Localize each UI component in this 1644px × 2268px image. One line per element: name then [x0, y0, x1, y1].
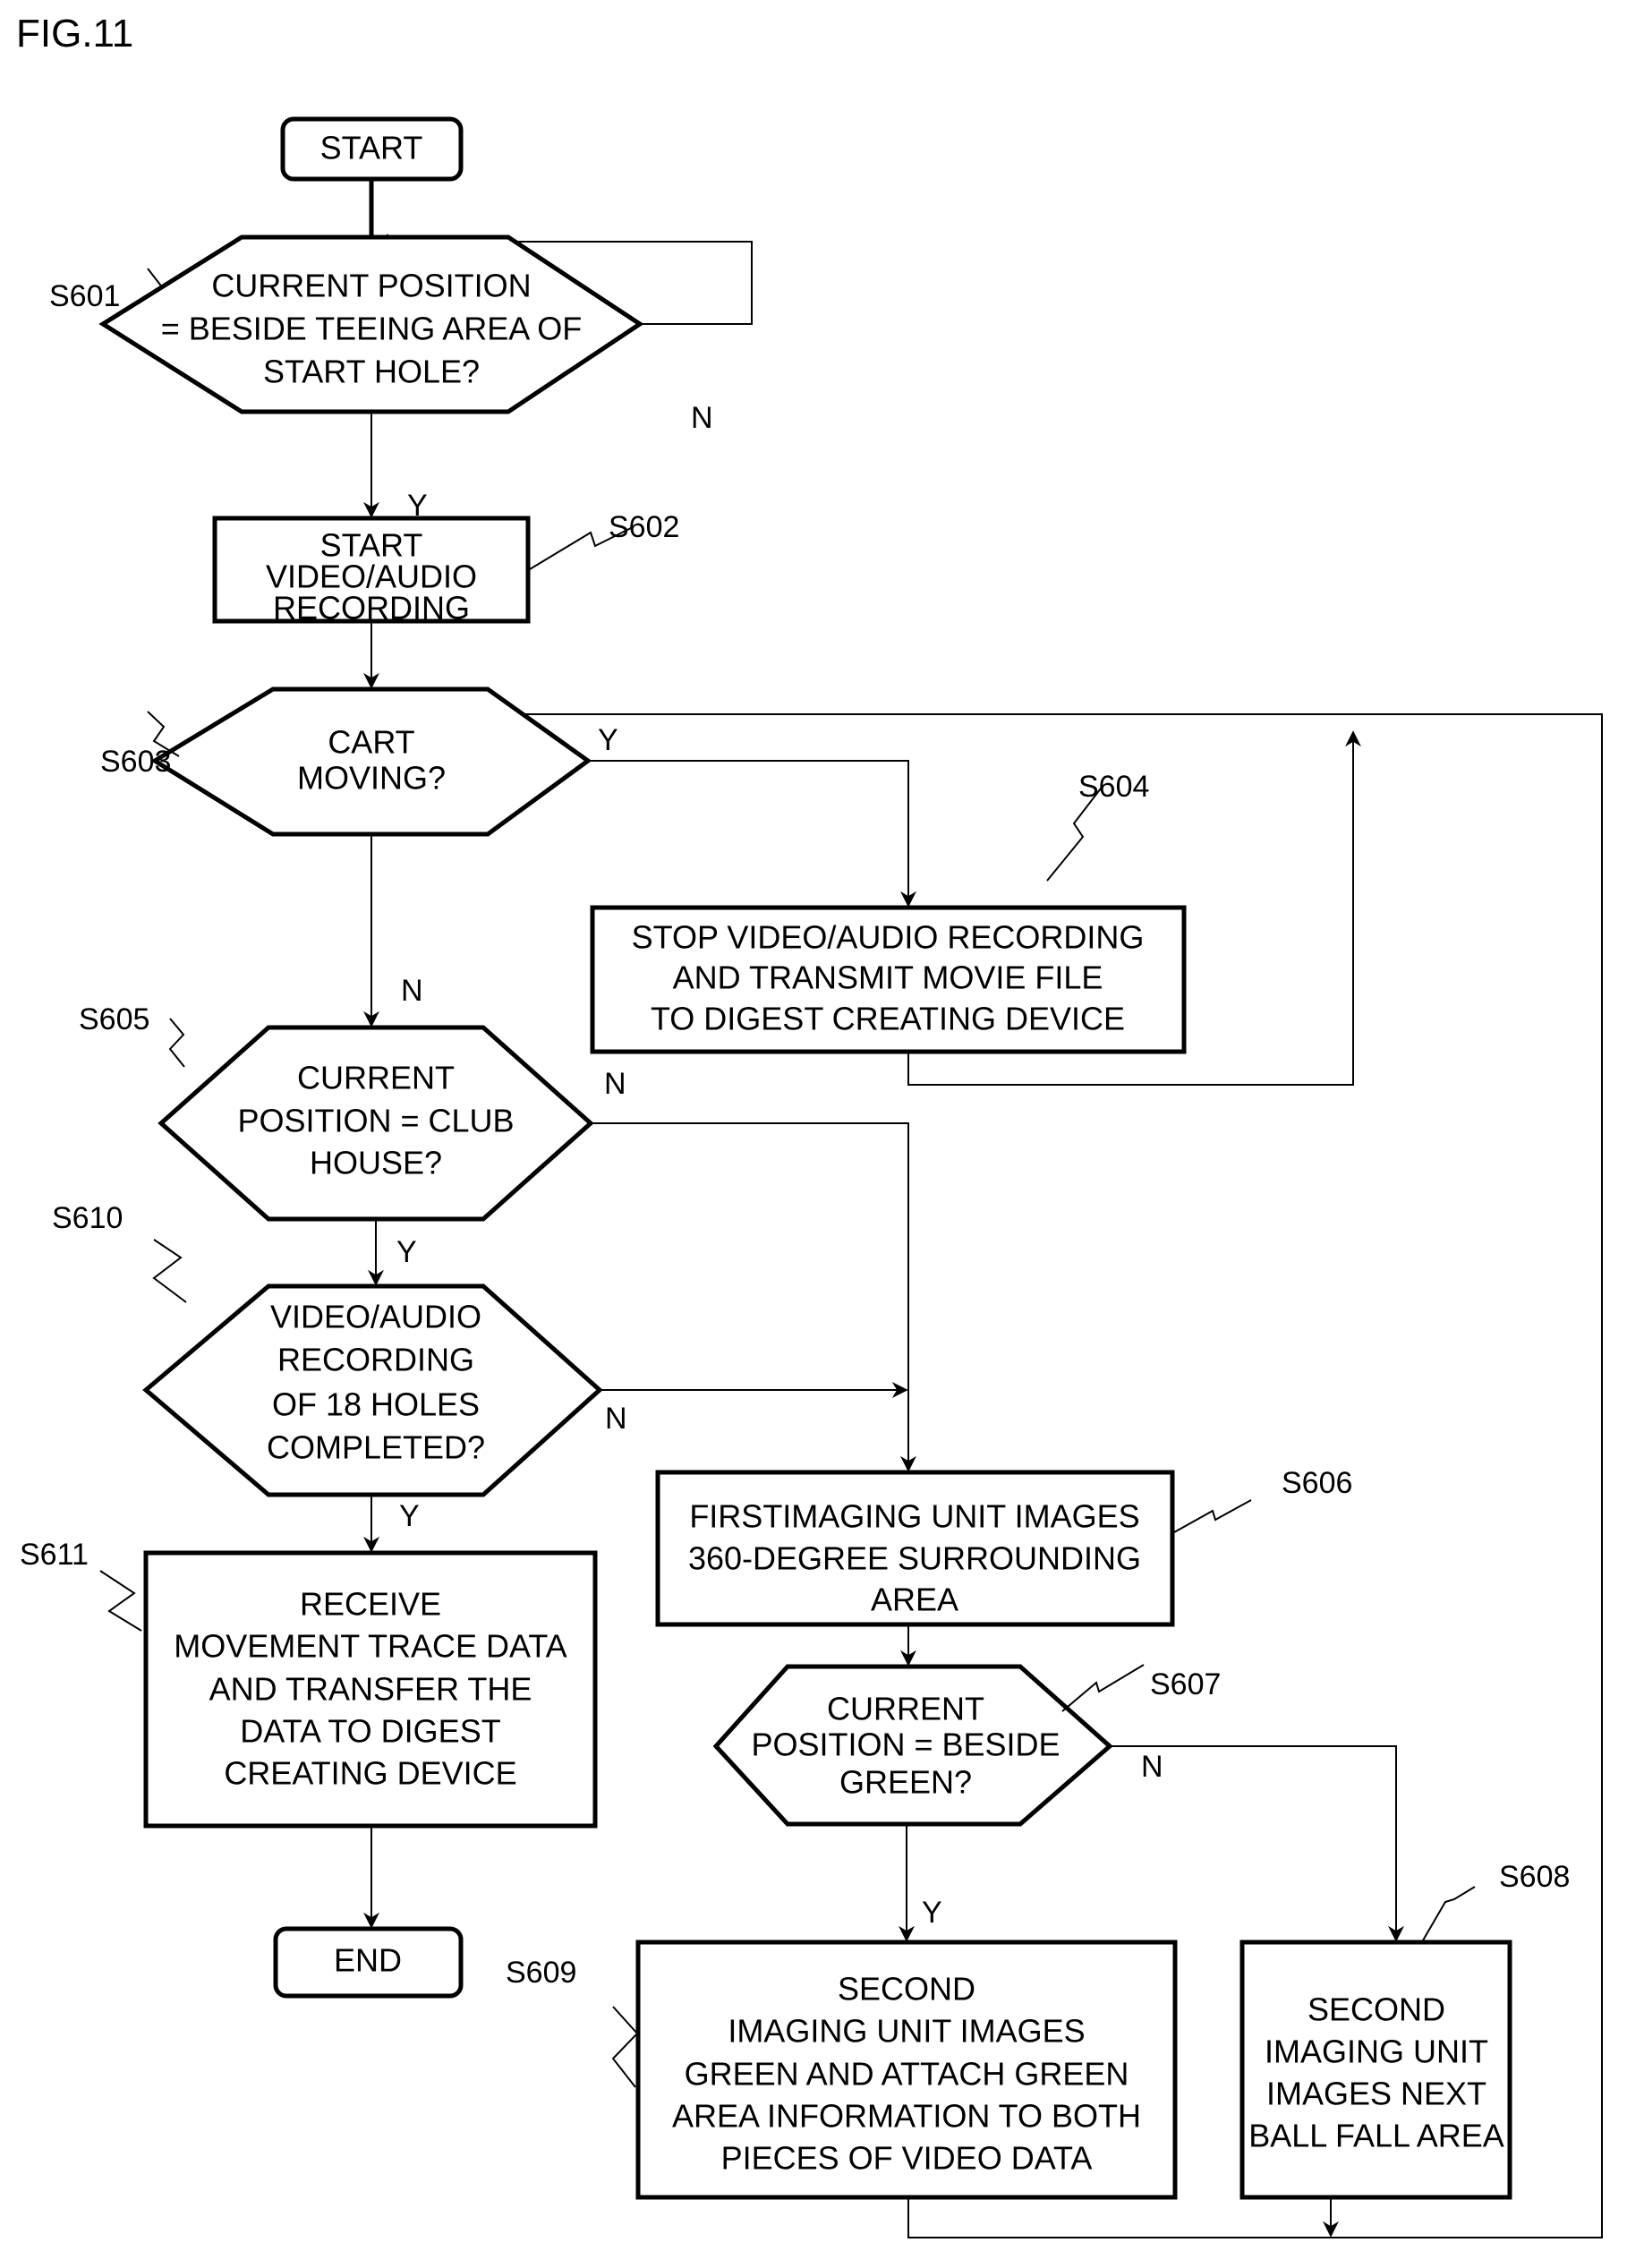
end-terminal: END: [276, 1929, 461, 1996]
step-id-s611: S611: [20, 1538, 89, 1572]
s609-line: PIECES OF VIDEO DATA: [721, 2140, 1093, 2177]
decision-s601: CURRENT POSITION = BESIDE TEEING AREA OF…: [49, 237, 713, 523]
step-id-s602: S602: [609, 510, 679, 544]
step-id-s603: S603: [100, 745, 171, 779]
step-id-s609: S609: [506, 1956, 576, 1990]
s610-line: VIDEO/AUDIO: [270, 1299, 481, 1335]
s611-line: DATA TO DIGEST: [240, 1713, 500, 1750]
branch-label: Y: [922, 1896, 942, 1930]
branch-label: Y: [399, 1499, 420, 1533]
start-terminal: START: [283, 119, 461, 179]
leader-s608: [1423, 1887, 1475, 1940]
s608-line: SECOND: [1308, 1991, 1445, 2028]
flow-s603-s604: [588, 761, 908, 906]
s609-line: SECOND: [838, 1971, 975, 2008]
s606-line: AREA: [871, 1582, 958, 1618]
leader-s606: [1174, 1500, 1251, 1532]
s606-line: 360-DEGREE SURROUNDING: [688, 1540, 1141, 1577]
branch-label: N: [604, 1067, 626, 1101]
s611-line: MOVEMENT TRACE DATA: [174, 1628, 566, 1665]
step-id-s610: S610: [52, 1201, 123, 1235]
step-id-s606: S606: [1282, 1466, 1352, 1500]
step-id-s607: S607: [1150, 1667, 1221, 1701]
s605-line: CURRENT: [297, 1060, 455, 1096]
leader-s607: [1062, 1665, 1144, 1711]
connectors: [371, 179, 1602, 2238]
process-s604: STOP VIDEO/AUDIO RECORDING AND TRANSMIT …: [592, 770, 1184, 1052]
branch-label: N: [1141, 1750, 1163, 1784]
s610-line: RECORDING: [277, 1342, 474, 1378]
s606-line: FIRSTIMAGING UNIT IMAGES: [689, 1498, 1139, 1535]
s608-line: IMAGING UNIT: [1265, 2034, 1488, 2070]
branch-label: Y: [396, 1235, 417, 1269]
process-s611: RECEIVE MOVEMENT TRACE DATA AND TRANSFER…: [20, 1538, 595, 1826]
s611-line: RECEIVE: [300, 1586, 441, 1623]
s607-line: POSITION = BESIDE: [751, 1727, 1060, 1763]
s601-line: CURRENT POSITION: [211, 268, 531, 304]
s611-line: CREATING DEVICE: [224, 1755, 516, 1792]
step-id-s605: S605: [79, 1002, 149, 1036]
s605-line: POSITION = CLUB: [237, 1103, 514, 1139]
s610-line: COMPLETED?: [267, 1429, 485, 1466]
leader-s601: [148, 269, 163, 288]
leader-s610: [154, 1240, 186, 1302]
figure-title: FIG.11: [16, 12, 133, 55]
s607-line: CURRENT: [827, 1691, 984, 1727]
step-id-s608: S608: [1499, 1860, 1570, 1894]
s609-line: IMAGING UNIT IMAGES: [728, 2013, 1085, 2050]
flow-s605-no: [591, 1123, 908, 1471]
s611-line: AND TRANSFER THE: [209, 1671, 532, 1708]
branch-label: N: [605, 1402, 627, 1436]
branch-label: Y: [598, 723, 618, 757]
step-id-s604: S604: [1078, 770, 1149, 804]
decision-s610: VIDEO/AUDIO RECORDING OF 18 HOLES COMPLE…: [52, 1201, 627, 1533]
s609-line: AREA INFORMATION TO BOTH: [672, 2098, 1141, 2135]
decision-s605: CURRENT POSITION = CLUB HOUSE? S605 N Y: [79, 1002, 626, 1269]
process-s609: SECOND IMAGING UNIT IMAGES GREEN AND ATT…: [506, 1942, 1175, 2197]
s608-line: IMAGES NEXT: [1266, 2076, 1486, 2112]
step-id-s601: S601: [49, 279, 120, 313]
branch-label: N: [691, 401, 713, 435]
leader-s609: [613, 2007, 637, 2087]
decision-s607: CURRENT POSITION = BESIDE GREEN? S607 N …: [716, 1665, 1221, 1930]
branch-label: N: [401, 974, 423, 1008]
s601-line: = BESIDE TEEING AREA OF: [161, 311, 583, 347]
s602-line: RECORDING: [273, 590, 470, 627]
s603-line: CART: [328, 724, 414, 761]
end-label: END: [334, 1942, 402, 1979]
s604-line: AND TRANSMIT MOVIE FILE: [673, 959, 1103, 996]
s610-line: OF 18 HOLES: [272, 1386, 480, 1423]
s608-line: BALL FALL AREA: [1248, 2118, 1504, 2154]
start-label: START: [320, 130, 423, 166]
s605-line: HOUSE?: [310, 1145, 442, 1181]
s607-line: GREEN?: [839, 1764, 972, 1801]
process-s608: SECOND IMAGING UNIT IMAGES NEXT BALL FAL…: [1242, 1860, 1570, 2197]
process-s606: FIRSTIMAGING UNIT IMAGES 360-DEGREE SURR…: [658, 1466, 1352, 1624]
s604-line: STOP VIDEO/AUDIO RECORDING: [632, 919, 1145, 956]
decision-s603: CART MOVING? S603 Y N: [100, 689, 618, 1008]
process-s602: START VIDEO/AUDIO RECORDING S602: [215, 510, 679, 627]
s604-line: TO DIGEST CREATING DEVICE: [651, 1001, 1125, 1037]
s603-line: MOVING?: [297, 760, 446, 797]
s609-line: GREEN AND ATTACH GREEN: [685, 2056, 1129, 2093]
leader-s611: [100, 1571, 141, 1631]
s601-line: START HOLE?: [263, 354, 480, 390]
leader-s605: [170, 1019, 184, 1067]
